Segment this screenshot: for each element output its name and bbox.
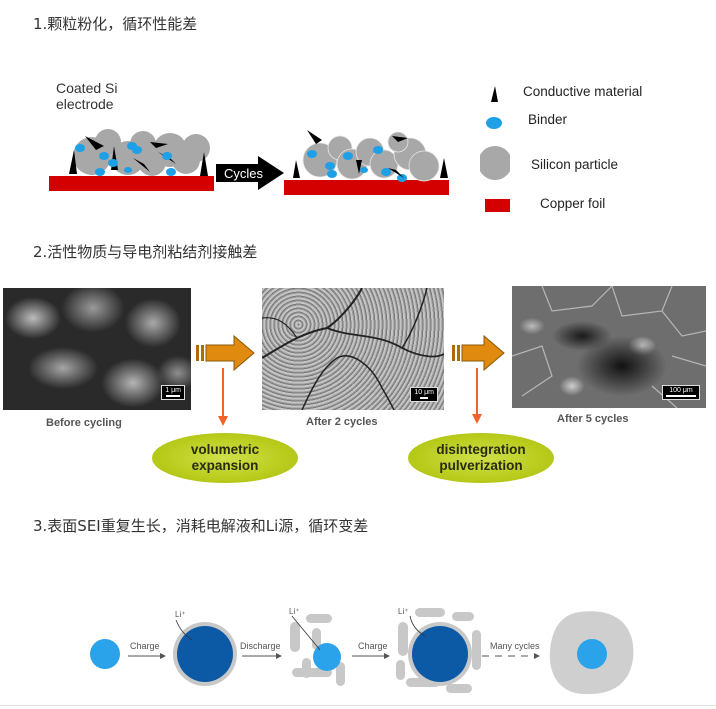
electrode-label-line2: electrode xyxy=(56,96,114,112)
step-label-charge-2: Charge xyxy=(358,641,388,651)
electrode-label-line1: Coated Si xyxy=(56,80,118,96)
copper-foil xyxy=(49,176,214,191)
caption-after-2-cycles: After 2 cycles xyxy=(306,416,378,428)
conductive-material-icon xyxy=(491,86,498,102)
section-3-heading: 3.表面SEI重复生长，消耗电解液和Li源，循环变差 xyxy=(33,517,369,535)
sem-image-after-5-cycles: 100 μm xyxy=(512,286,706,408)
sem-image-after-2-cycles: 10 μm xyxy=(262,288,444,410)
step-label-discharge: Discharge xyxy=(240,641,281,651)
legend-label-copper: Copper foil xyxy=(540,196,606,211)
electrode-label: Coated Si electrode xyxy=(56,80,117,112)
legend-label-binder: Binder xyxy=(528,112,568,127)
electrode-diagram: Cycles xyxy=(49,129,449,195)
li-ion-label-1: Li⁺ xyxy=(175,610,186,619)
si-particle-expanded xyxy=(177,626,233,682)
section-1-heading: 1.颗粒粉化，循环性能差 xyxy=(33,15,198,33)
si-particle-final xyxy=(577,639,607,669)
scale-bar: 1 μm xyxy=(161,385,185,400)
si-particle-expanded-2 xyxy=(412,626,468,682)
coated-electrode-before xyxy=(49,129,214,191)
copper-foil-icon xyxy=(485,199,510,212)
binder-blobs xyxy=(75,142,176,176)
silicon-particle-icon xyxy=(480,146,510,180)
sei-growth-diagram xyxy=(90,608,634,695)
process-arrow-2 xyxy=(452,334,505,372)
step-label-charge-1: Charge xyxy=(130,641,160,651)
cycles-arrow: Cycles xyxy=(216,156,284,190)
coated-electrode-after xyxy=(284,130,449,195)
si-particle-contracted xyxy=(313,643,341,671)
cycles-arrow-label: Cycles xyxy=(224,166,264,181)
scale-bar: 10 μm xyxy=(410,387,438,402)
caption-after-5-cycles: After 5 cycles xyxy=(557,413,629,425)
legend-label-silicon: Silicon particle xyxy=(531,157,619,172)
scale-bar: 100 μm xyxy=(662,385,700,400)
li-ion-label-3: Li⁺ xyxy=(398,607,409,616)
cracked-sei-fragments xyxy=(290,614,345,686)
section-2-heading: 2.活性物质与导电剂粘结剂接触差 xyxy=(33,243,258,261)
si-particle-initial xyxy=(90,639,120,669)
silicon-particles xyxy=(73,129,210,176)
bottom-divider xyxy=(0,705,716,706)
down-arrow-1 xyxy=(218,368,228,426)
step-label-many-cycles: Many cycles xyxy=(490,641,540,651)
sem-image-before-cycling: 1 μm xyxy=(3,288,191,410)
legend-label-conductive: Conductive material xyxy=(523,84,643,99)
caption-before-cycling: Before cycling xyxy=(46,417,122,429)
li-ion-label-2: Li⁺ xyxy=(289,607,300,616)
down-arrow-2 xyxy=(472,368,482,424)
binder-icon xyxy=(486,117,502,129)
legend-icons xyxy=(480,86,510,212)
copper-foil-after xyxy=(284,180,449,195)
process-arrow-1 xyxy=(196,334,255,372)
